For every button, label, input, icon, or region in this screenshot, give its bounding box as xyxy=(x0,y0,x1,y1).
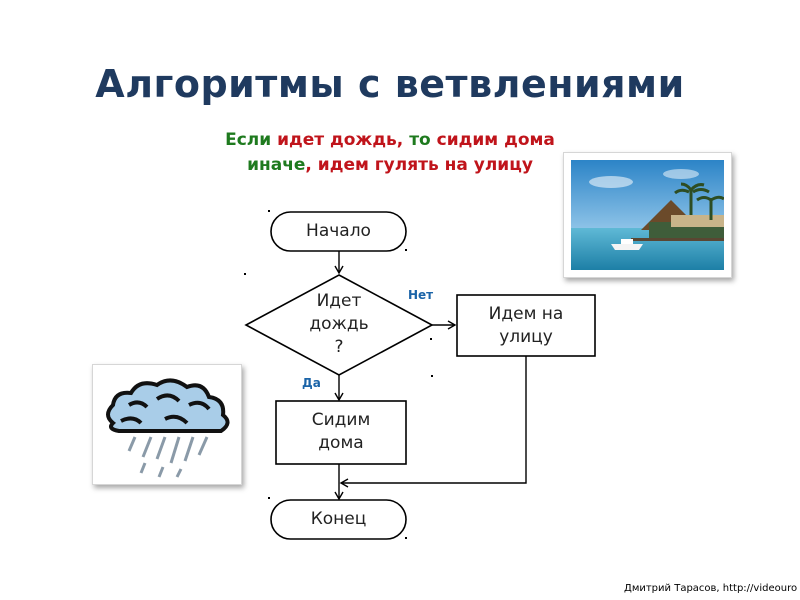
beach-image xyxy=(571,160,725,270)
yes-to-end-arrowhead xyxy=(334,491,344,501)
no-action-line-1: Идем на xyxy=(488,304,564,324)
then-action-text: сидим дома xyxy=(436,130,555,150)
yes-action-label: Сидим дома xyxy=(276,409,406,455)
if-word: Если xyxy=(225,130,272,150)
decision-line-1: Идет xyxy=(316,291,362,311)
rain-cloud-icon xyxy=(99,371,237,480)
yes-action-line-2: дома xyxy=(318,433,364,453)
marker-dot xyxy=(405,249,407,251)
start-label: Начало xyxy=(306,221,371,241)
no-action-line-2: улицу xyxy=(499,327,553,347)
marker-dot xyxy=(268,497,270,499)
condition-description: Если идет дождь, то сидим дома иначе, ид… xyxy=(180,128,600,178)
marker-dot xyxy=(405,537,407,539)
decision-line-3: ? xyxy=(334,337,344,357)
beach-photo xyxy=(563,152,732,278)
end-label: Конец xyxy=(310,509,367,529)
marker-dot xyxy=(431,375,433,377)
marker-dot xyxy=(430,338,432,340)
else-action-text: , идем гулять на улицу xyxy=(305,155,533,175)
yes-branch-label: Да xyxy=(302,376,321,390)
decision-label: Идет дождь ? xyxy=(289,290,389,359)
yes-action-line-1: Сидим xyxy=(311,410,371,430)
no-to-merge-arrowhead xyxy=(339,478,349,488)
then-word: то xyxy=(409,130,431,150)
marker-dot xyxy=(244,273,246,275)
rain-cloud-picture xyxy=(92,364,242,485)
no-action-label: Идем на улицу xyxy=(457,303,595,349)
footer-credit: Дмитрий Тарасов, http://videouro xyxy=(624,583,798,594)
else-word: иначе xyxy=(247,155,306,175)
decision-to-no-arrowhead xyxy=(447,320,457,330)
condition-text: идет дождь, xyxy=(277,130,404,150)
start-to-decision-arrowhead xyxy=(334,265,344,275)
marker-dot xyxy=(268,210,270,212)
condition-line-2: иначе, идем гулять на улицу xyxy=(180,153,600,178)
slide-title: Алгоритмы с ветвлениями xyxy=(95,62,685,106)
no-branch-label: Нет xyxy=(408,288,434,302)
decision-line-2: дождь xyxy=(309,314,369,334)
condition-line-1: Если идет дождь, то сидим дома xyxy=(180,128,600,153)
decision-to-yes-arrowhead xyxy=(334,392,344,402)
